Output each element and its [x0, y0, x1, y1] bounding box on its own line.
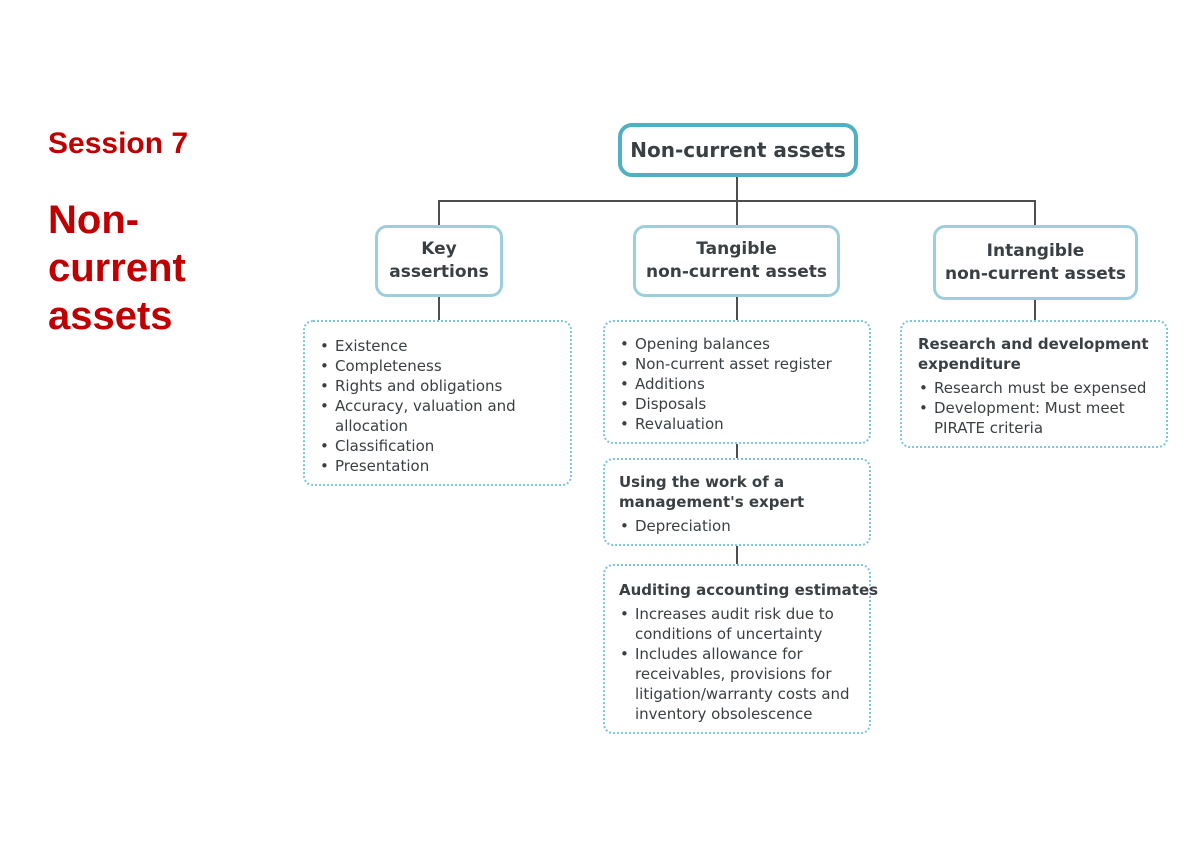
management-expert-box: Using the work of a management's expert …: [603, 458, 871, 546]
branch-node-intangible: Intangible non-current assets: [933, 225, 1138, 300]
key-assertions-list-box: Existence Completeness Rights and obliga…: [303, 320, 572, 486]
connector-expert-estimates: [736, 543, 738, 564]
tangible-list-box: Opening balances Non-current asset regis…: [603, 320, 871, 444]
root-node-label: Non-current assets: [630, 138, 846, 162]
bullet-item: Rights and obligations: [317, 376, 560, 396]
connector-drop-left: [438, 200, 440, 225]
branch-node-key-assertions: Key assertions: [375, 225, 503, 297]
connector-drop-middle: [736, 200, 738, 225]
connector-drop-right: [1034, 200, 1036, 225]
bullet-item: Development: Must meet PIRATE criteria: [916, 398, 1156, 438]
branch-label: Intangible non-current assets: [944, 240, 1127, 284]
bullet-item: Depreciation: [617, 516, 859, 536]
page-title: Non- current assets: [48, 198, 186, 338]
bullet-item: Completeness: [317, 356, 560, 376]
bullet-item: Classification: [317, 436, 560, 456]
bullet-item: Accuracy, valuation and allocation: [317, 396, 560, 436]
bullet-list: Existence Completeness Rights and obliga…: [317, 336, 560, 476]
accounting-estimates-box: Auditing accounting estimates Increases …: [603, 564, 879, 734]
bullet-item: Disposals: [617, 394, 859, 414]
bullet-item: Presentation: [317, 456, 560, 476]
bullet-item: Opening balances: [617, 334, 859, 354]
bullet-item: Increases audit risk due to conditions o…: [617, 604, 859, 644]
research-development-box: Research and development expenditure Res…: [900, 320, 1168, 448]
root-node-non-current-assets: Non-current assets: [618, 123, 858, 177]
box-heading: Auditing accounting estimates: [619, 581, 879, 599]
box-heading: Research and development expenditure: [918, 335, 1149, 373]
bullet-list: Depreciation: [617, 516, 859, 536]
connector-key-list: [438, 297, 440, 320]
connector-tangible-list: [736, 297, 738, 320]
connector-tangible-expert: [736, 440, 738, 458]
bullet-item: Revaluation: [617, 414, 859, 434]
bullet-item: Additions: [617, 374, 859, 394]
box-heading: Using the work of a management's expert: [619, 473, 805, 511]
bullet-item: Research must be expensed: [916, 378, 1156, 398]
branch-label: Tangible non-current assets: [645, 239, 828, 282]
bullet-item: Non-current asset register: [617, 354, 859, 374]
bullet-item: Existence: [317, 336, 560, 356]
connector-intangible-list: [1034, 299, 1036, 320]
bullet-item: Includes allowance for receivables, prov…: [617, 644, 859, 724]
branch-label: Key assertions: [389, 239, 489, 282]
branch-node-tangible: Tangible non-current assets: [633, 225, 840, 297]
bullet-list: Research must be expensed Development: M…: [916, 378, 1156, 438]
bullet-list: Increases audit risk due to conditions o…: [617, 604, 859, 724]
session-label: Session 7: [48, 127, 189, 160]
connector-root-stem: [736, 177, 738, 201]
bullet-list: Opening balances Non-current asset regis…: [617, 334, 859, 434]
